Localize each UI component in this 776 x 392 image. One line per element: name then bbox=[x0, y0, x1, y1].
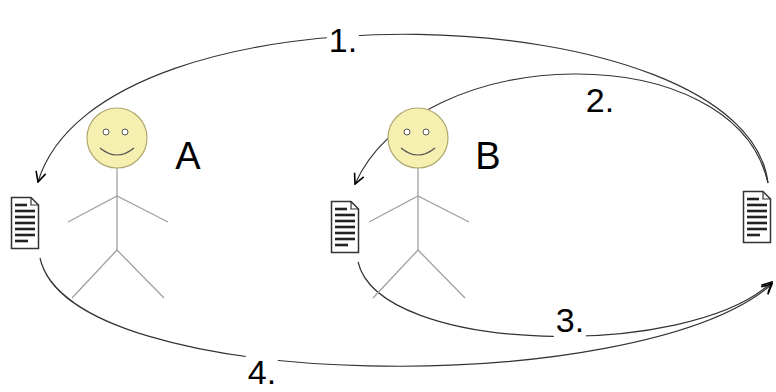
stick-figure bbox=[68, 108, 168, 298]
stick-figure bbox=[369, 108, 469, 298]
document-icon bbox=[12, 198, 39, 249]
flow-arrow bbox=[355, 74, 768, 184]
flow-arrow bbox=[38, 34, 768, 183]
flow-arrows bbox=[38, 34, 772, 366]
person-name: A bbox=[173, 137, 202, 175]
step-number: 1. bbox=[327, 23, 359, 57]
person-name: B bbox=[473, 137, 502, 175]
flow-arrow bbox=[358, 262, 772, 336]
step-number: 2. bbox=[584, 83, 616, 117]
step-number: 4. bbox=[246, 355, 278, 389]
flow-arrow bbox=[40, 258, 772, 366]
document-icon bbox=[744, 192, 771, 243]
document-icon bbox=[332, 202, 359, 253]
step-number: 3. bbox=[554, 303, 586, 337]
